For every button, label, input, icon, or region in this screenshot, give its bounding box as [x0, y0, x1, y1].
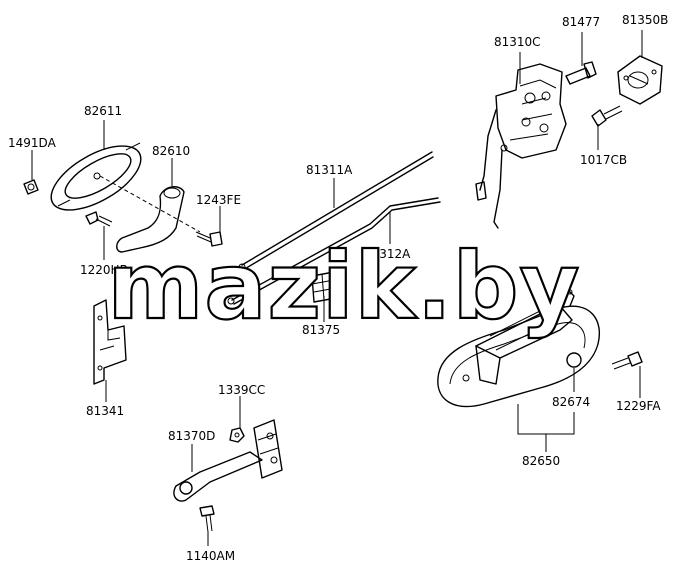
clip-81375-drawing [311, 271, 337, 303]
part-label-82674: 82674 [552, 395, 590, 409]
screw-1220HB-drawing [85, 211, 113, 227]
nut-1339CC-drawing [229, 427, 245, 443]
part-label-1491DA: 1491DA [8, 136, 57, 150]
screw-1229FA-drawing [611, 351, 643, 370]
part-label-81312A: 81312A [364, 247, 411, 261]
part-label-81341: 81341 [86, 404, 124, 418]
screw-1243FE-drawing [195, 231, 223, 247]
rod-81312A-drawing [227, 197, 441, 305]
part-label-1243FE: 1243FE [196, 193, 241, 207]
inside-handle-bezel-drawing [50, 142, 142, 211]
watermark-text: mazik.by [108, 233, 581, 340]
door-checker-81370D-drawing [173, 419, 283, 502]
rod-81311A-drawing [238, 151, 434, 271]
bracket-81341-drawing [93, 299, 127, 385]
part-label-81375: 81375 [302, 323, 340, 337]
part-label-1220HB: 1220HB [80, 263, 128, 277]
part-label-82610: 82610 [152, 144, 190, 158]
part-label-81310C: 81310C [494, 35, 541, 49]
part-label-1339CC: 1339CC [218, 383, 265, 397]
part-label-1229FA: 1229FA [616, 399, 661, 413]
part-label-1140AM: 1140AM [186, 549, 235, 563]
inside-handle-lever-drawing [116, 186, 185, 253]
screw-1017CB-drawing [591, 105, 623, 127]
part-label-82650: 82650 [522, 454, 560, 468]
part-label-81477: 81477 [562, 15, 600, 29]
bolt-1140AM-drawing [199, 505, 215, 533]
assembly-line-bezel-lever [99, 175, 201, 233]
striker-81350B-drawing [617, 55, 663, 105]
part-label-81370D: 81370D [168, 429, 215, 443]
part-label-81311A: 81311A [306, 163, 353, 177]
outside-handle-82650-drawing [437, 287, 600, 408]
leader-lines [31, 30, 643, 546]
part-label-1017CB: 1017CB [580, 153, 627, 167]
door-latch-81310C-drawing [475, 63, 567, 229]
part-label-81350B: 81350B [622, 13, 668, 27]
screw-81477-drawing [565, 61, 597, 85]
part-label-82611: 82611 [84, 104, 122, 118]
screw-1491DA-drawing [23, 179, 39, 195]
